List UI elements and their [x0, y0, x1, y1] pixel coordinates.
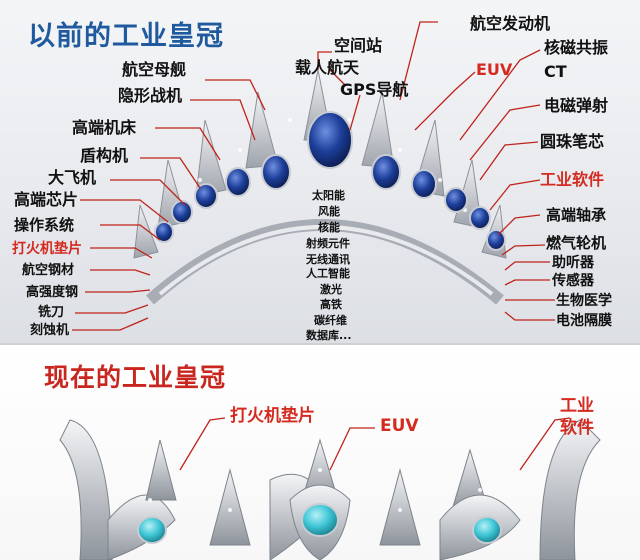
label-gas-turbine: 燃气轮机 [546, 234, 607, 252]
label-railgun: 电磁弹射 [544, 96, 609, 115]
label-battery-separator: 电池隔膜 [556, 313, 612, 329]
label-carrier: 航空母舰 [122, 60, 187, 79]
bottom-label-software-line2: 软件 [560, 418, 594, 438]
center-item-wireless: 无线通讯 [306, 253, 350, 266]
label-mri: 核磁共振 [544, 38, 609, 57]
top-panel [0, 0, 640, 345]
center-item-database: 数据库... [306, 329, 352, 342]
center-item-ai: 人工智能 [306, 267, 350, 280]
label-euv: EUV [476, 60, 513, 79]
sapphire-tiara-illustration [72, 21, 555, 331]
label-hearing-aid: 助听器 [552, 255, 594, 271]
bottom-section-title: 现在的工业皇冠 [44, 363, 227, 392]
center-item-laser: 激光 [320, 283, 342, 296]
label-machine-tool: 高端机床 [72, 118, 137, 137]
label-crewed-space: 载人航天 [295, 58, 360, 77]
bottom-label-software-line1: 工业 [560, 396, 594, 416]
label-big-plane: 大飞机 [48, 168, 97, 187]
center-item-rail: 高铁 [320, 298, 342, 311]
top-section-title: 以前的工业皇冠 [28, 21, 224, 52]
label-tbm: 盾构机 [80, 146, 129, 165]
label-chip: 高端芯片 [14, 190, 79, 209]
label-milling-cutter: 铣刀 [38, 305, 65, 320]
label-bearing: 高端轴承 [546, 206, 607, 224]
label-etcher: 刻蚀机 [30, 323, 70, 338]
label-space-station: 空间站 [334, 36, 383, 55]
center-item-carbon: 碳纤维 [314, 314, 347, 327]
section-divider [0, 343, 640, 345]
label-sensor: 传感器 [552, 273, 594, 289]
label-biomed: 生物医学 [556, 293, 612, 309]
bottom-label-euv: EUV [380, 416, 419, 436]
label-ballpoint: 圆珠笔芯 [540, 132, 605, 151]
label-stealth-fighter: 隐形战机 [118, 86, 183, 105]
label-aero-steel: 航空钢材 [22, 263, 75, 278]
bottom-label-lighter-pad: 打火机垫片 [230, 406, 315, 426]
center-item-rf: 射频元件 [306, 237, 350, 250]
label-gps: GPS导航 [340, 80, 409, 99]
center-item-solar: 太阳能 [312, 189, 345, 202]
label-industrial-software: 工业软件 [540, 170, 605, 189]
center-item-nuclear: 核能 [318, 221, 340, 234]
label-lighter-pad: 打火机垫片 [12, 241, 82, 257]
label-os: 操作系统 [14, 216, 75, 234]
label-high-strength-steel: 高强度钢 [26, 285, 79, 300]
center-item-wind: 风能 [318, 205, 340, 218]
label-ct: CT [544, 62, 567, 81]
label-aero-engine: 航空发动机 [470, 14, 551, 33]
